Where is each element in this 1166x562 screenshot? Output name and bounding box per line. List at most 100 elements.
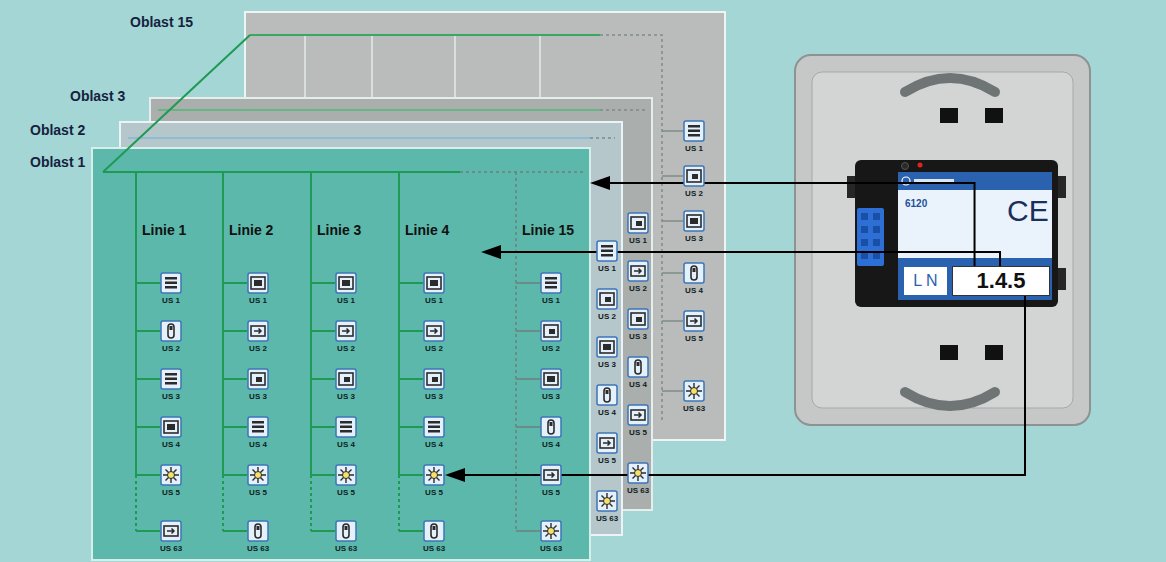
icon-frame bbox=[161, 369, 181, 389]
area-name: Oblast 1 bbox=[30, 154, 85, 171]
device-icon: US 5 bbox=[335, 464, 357, 486]
actuator-frame bbox=[687, 170, 701, 182]
device-icon: US 4 bbox=[160, 416, 182, 438]
icon-frame bbox=[161, 521, 181, 541]
device-symbol bbox=[160, 368, 182, 390]
actuator-mark bbox=[432, 377, 438, 382]
device-icon: US 2 bbox=[423, 320, 445, 342]
device-stubs bbox=[662, 131, 683, 391]
icon-frame bbox=[541, 417, 561, 437]
device-symbol bbox=[627, 308, 649, 330]
brand-bar bbox=[914, 179, 954, 182]
device-address: US 3 bbox=[162, 392, 180, 401]
device-address: US 4 bbox=[598, 408, 616, 417]
device-symbol bbox=[683, 310, 705, 332]
switch-frame bbox=[251, 326, 265, 336]
device-address: US 3 bbox=[542, 392, 560, 401]
bus-continuation bbox=[600, 109, 645, 111]
lamp-bulb bbox=[255, 472, 262, 479]
icon-frame bbox=[597, 433, 617, 453]
device-address: US 1 bbox=[249, 296, 267, 305]
icon-frame bbox=[597, 337, 617, 357]
icon-frame bbox=[248, 273, 268, 293]
input-body bbox=[343, 524, 349, 538]
device-address: US 1 bbox=[685, 144, 703, 153]
icon-frame bbox=[628, 357, 648, 377]
switch-arrow bbox=[690, 319, 697, 324]
lamp-rays bbox=[163, 467, 179, 483]
device-address: US 5 bbox=[162, 488, 180, 497]
arrow-line bbox=[501, 252, 1000, 266]
device-symbol bbox=[540, 320, 562, 342]
lamp-rays bbox=[338, 467, 354, 483]
device-address: US 3 bbox=[685, 234, 703, 243]
line-column: Linie 2US 1US 2US 3US 4US 5US 63 bbox=[223, 218, 305, 558]
device-address: US 3 bbox=[425, 392, 443, 401]
area-name: Oblast 3 bbox=[70, 88, 125, 105]
device-icon: US 5 bbox=[540, 464, 562, 486]
plate-frame bbox=[812, 72, 1073, 408]
actuator-mark bbox=[256, 377, 262, 382]
line-column: Linie 4US 1US 2US 3US 4US 5US 63 bbox=[399, 218, 481, 558]
device-symbol bbox=[335, 416, 357, 438]
device-icon: US 63 bbox=[335, 520, 357, 542]
module-clip bbox=[1057, 268, 1066, 290]
input-body bbox=[635, 360, 641, 374]
device-icon: US 1 bbox=[160, 272, 182, 294]
line-name: Linie 15 bbox=[522, 222, 574, 239]
panel-bars bbox=[165, 373, 177, 385]
actuator-mark bbox=[692, 174, 698, 179]
plate-hole bbox=[940, 345, 958, 360]
area-name: Oblast 2 bbox=[30, 122, 85, 139]
device-address: US 2 bbox=[337, 344, 355, 353]
device-symbol bbox=[247, 416, 269, 438]
display-frame bbox=[600, 341, 614, 353]
device-icon: US 63 bbox=[423, 520, 445, 542]
device-symbol bbox=[596, 336, 618, 358]
device-address: US 1 bbox=[542, 296, 560, 305]
icon-frame bbox=[684, 166, 704, 186]
icon-frame bbox=[248, 417, 268, 437]
device-address: US 63 bbox=[627, 486, 649, 495]
lamp-bulb bbox=[431, 472, 438, 479]
device-symbol bbox=[247, 320, 269, 342]
arrow-head bbox=[481, 245, 501, 259]
device-address: US 4 bbox=[162, 440, 180, 449]
device-address: US 1 bbox=[337, 296, 355, 305]
icon-frame bbox=[248, 521, 268, 541]
input-body bbox=[691, 266, 697, 280]
device-symbol bbox=[683, 380, 705, 402]
device-symbol bbox=[627, 212, 649, 234]
lamp-bulb bbox=[548, 528, 555, 535]
lamp-bulb bbox=[691, 388, 698, 395]
panel-bars bbox=[545, 277, 557, 289]
actuator-frame bbox=[631, 313, 645, 325]
device-address: US 4 bbox=[629, 380, 647, 389]
device-address: US 4 bbox=[685, 286, 703, 295]
device-symbol bbox=[335, 464, 357, 486]
device-symbol bbox=[247, 368, 269, 390]
device-symbol bbox=[540, 464, 562, 486]
input-body bbox=[604, 388, 610, 402]
icon-frame bbox=[628, 213, 648, 233]
device-address: US 63 bbox=[335, 544, 357, 553]
display-frame bbox=[339, 277, 353, 289]
device-icon: US 5 bbox=[683, 310, 705, 332]
device-address: US 2 bbox=[629, 284, 647, 293]
arrow-head bbox=[445, 468, 465, 482]
actuator-frame bbox=[251, 373, 265, 385]
icon-frame bbox=[336, 465, 356, 485]
input-mark bbox=[550, 422, 553, 426]
terminal-box: L N bbox=[903, 266, 948, 296]
device-symbol bbox=[423, 368, 445, 390]
panel-bars bbox=[252, 421, 264, 433]
switch-arrow bbox=[430, 329, 437, 334]
button bbox=[902, 163, 909, 170]
icon-frame bbox=[424, 521, 444, 541]
device-icon: US 1 bbox=[683, 120, 705, 142]
line-name: Linie 3 bbox=[317, 222, 361, 239]
input-mark bbox=[637, 362, 640, 366]
switch-frame bbox=[427, 326, 441, 336]
device-symbol bbox=[423, 320, 445, 342]
line-column: Linie 3US 1US 2US 3US 4US 5US 63 bbox=[311, 218, 393, 558]
